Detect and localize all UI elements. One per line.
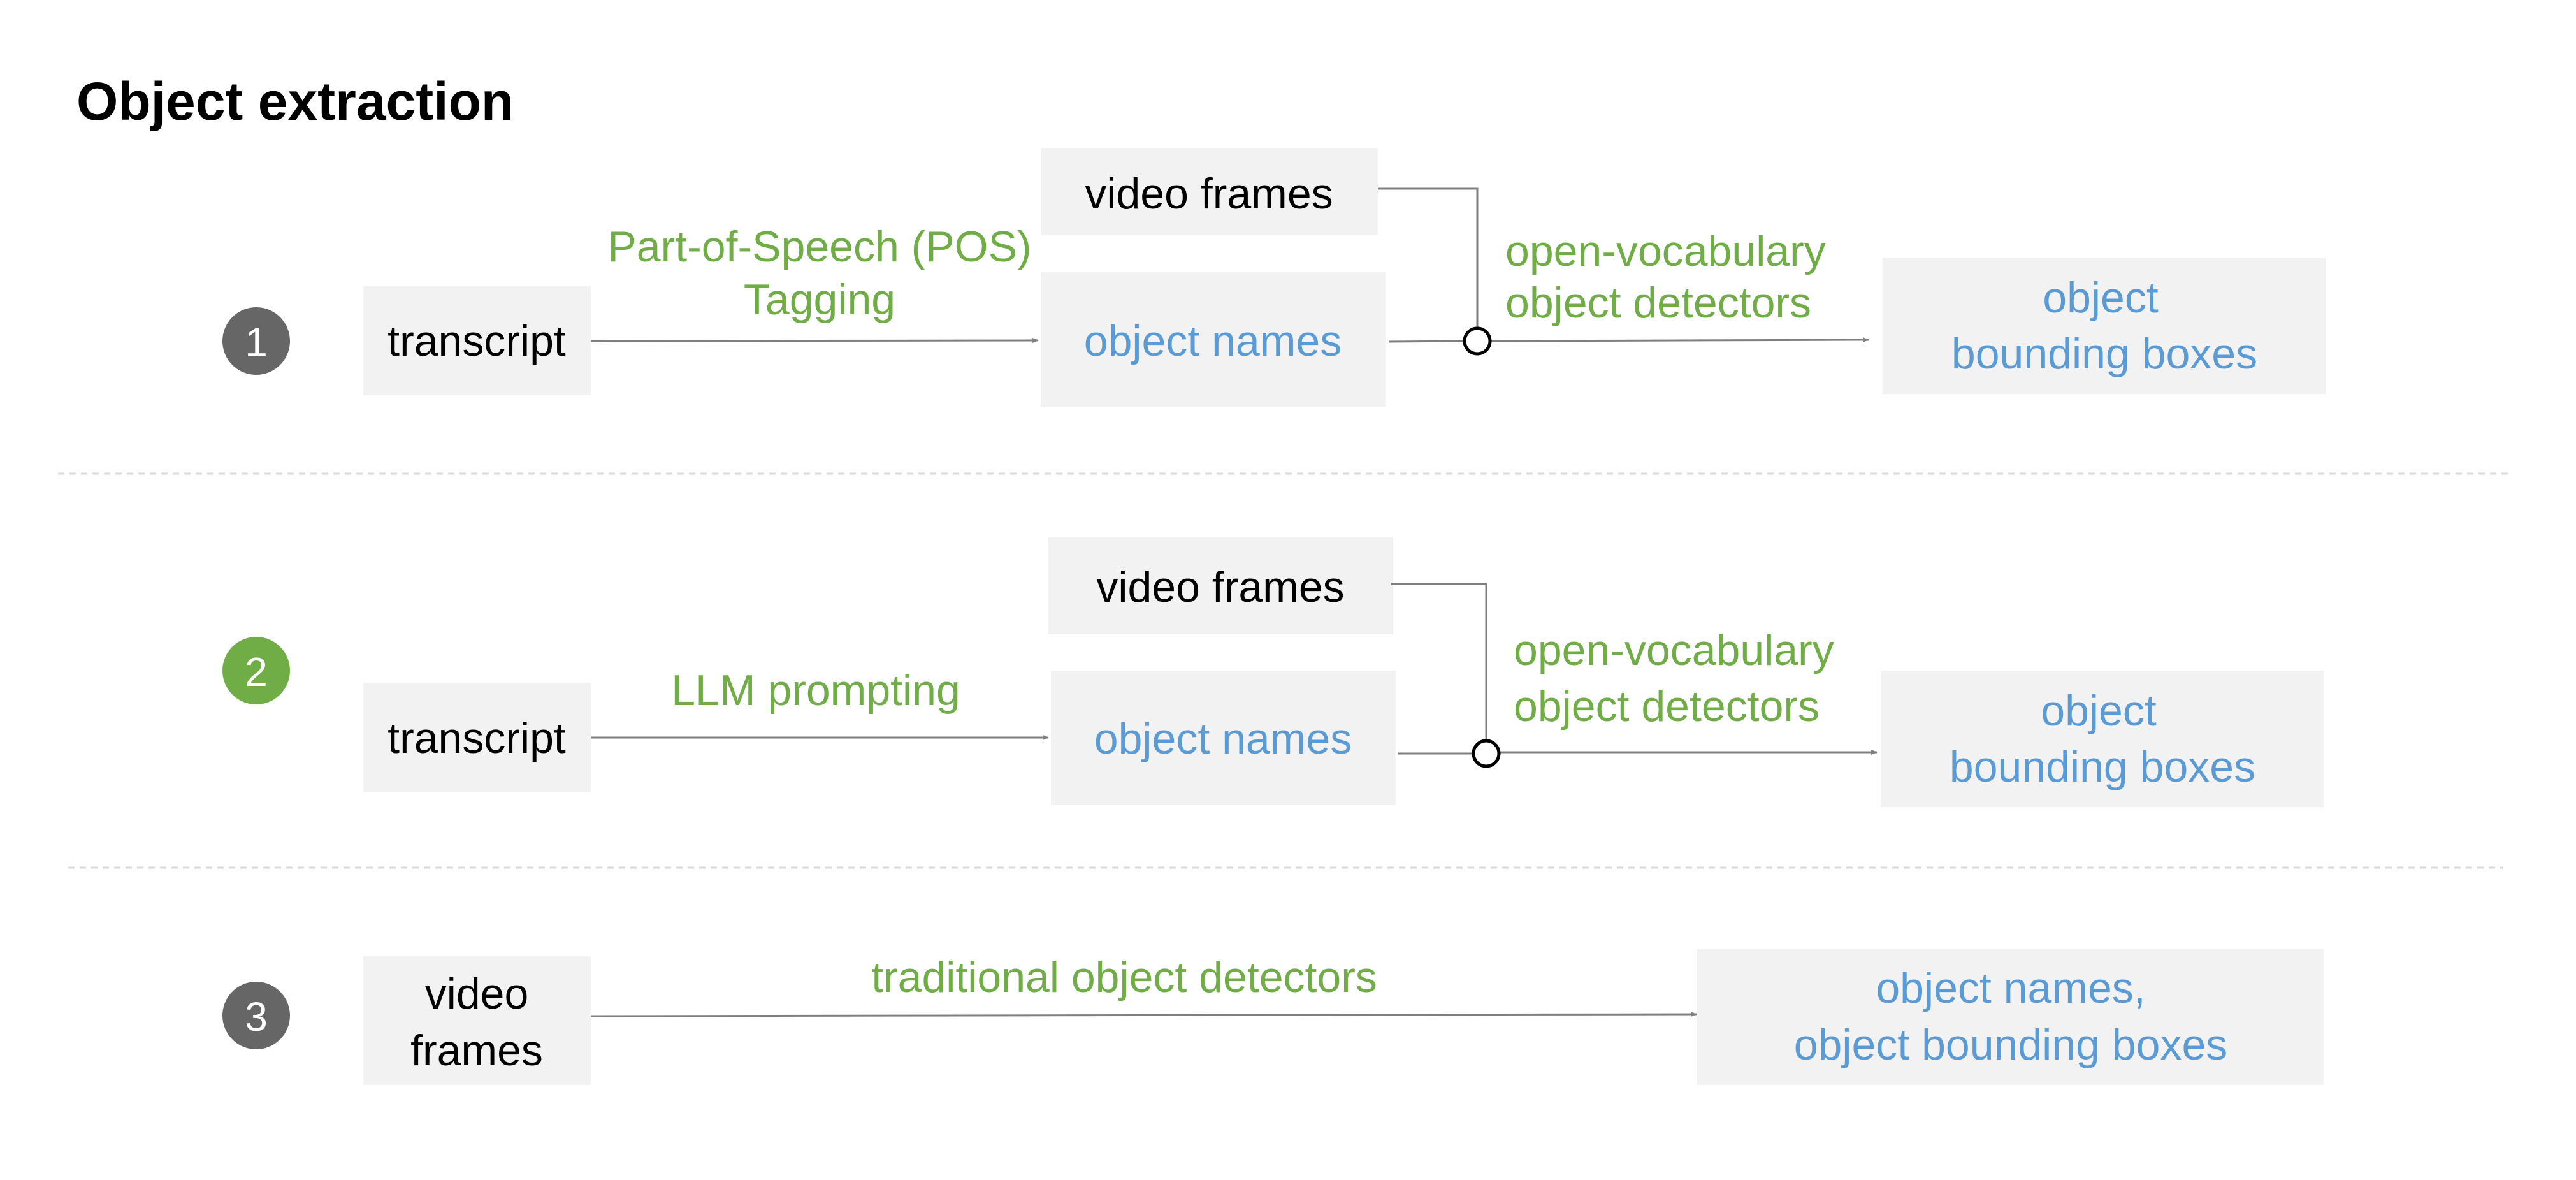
pipeline-row-3: 3 video frames traditional object detect… <box>222 949 2324 1085</box>
step-badge-1 <box>222 307 290 375</box>
arrow-junction-to-output <box>1489 337 1869 343</box>
detector-label-line-1: open-vocabulary <box>1505 227 1826 275</box>
merge-junction <box>1463 326 1492 356</box>
input-box-video-frames <box>363 956 591 1085</box>
step-badge-2 <box>222 637 290 704</box>
detector-label-line-2: object detectors <box>1505 279 1811 327</box>
side-input-box-video-frames <box>1041 148 1378 235</box>
pipeline-row-2: 2 transcript LLM prompting video frames … <box>222 537 2324 807</box>
detector-label-line-2: object detectors <box>1514 682 1820 731</box>
output-box-bounding-boxes <box>1883 258 2326 394</box>
side-input-box-video-frames <box>1048 537 1393 634</box>
output-label-line-1: object <box>2041 687 2157 735</box>
input-label-line-2: frames <box>410 1026 543 1075</box>
page-title: Object extraction <box>76 71 514 131</box>
step-badge-label: 2 <box>245 649 268 695</box>
intermediate-label: object names <box>1094 715 1352 763</box>
output-box-bounding-boxes <box>1881 671 2324 807</box>
intermediate-box-object-names <box>1051 671 1396 805</box>
step-badge-label: 3 <box>245 994 268 1040</box>
input-label-line-1: video <box>425 970 529 1018</box>
step-badge-3 <box>222 982 290 1049</box>
detector-label-line-1: open-vocabulary <box>1514 626 1834 674</box>
side-input-label: video frames <box>1096 563 1344 611</box>
output-label-line-1: object names, <box>1876 964 2145 1012</box>
arrow-transcript-to-object-names <box>590 338 1039 344</box>
intermediate-box-object-names <box>1041 272 1386 407</box>
step-badge-label: 1 <box>245 319 268 365</box>
output-label-line-2: bounding boxes <box>1951 330 2257 378</box>
side-input-label: video frames <box>1085 170 1333 218</box>
input-box-transcript <box>363 286 591 395</box>
output-label-line-1: object <box>2043 273 2159 322</box>
intermediate-label: object names <box>1084 317 1342 365</box>
output-box-names-and-bounding-boxes <box>1697 949 2324 1085</box>
output-label-line-2: bounding boxes <box>1950 743 2255 791</box>
connector-video-frames-to-junction <box>1391 583 1487 741</box>
connector-object-names-to-junction <box>1388 340 1465 343</box>
output-label-line-2: object bounding boxes <box>1794 1021 2228 1069</box>
input-label: transcript <box>387 714 566 762</box>
arrow-video-frames-to-output <box>590 1012 1697 1017</box>
input-label: transcript <box>387 317 566 365</box>
merge-junction <box>1472 739 1501 768</box>
method-label-line-1: LLM prompting <box>671 666 960 715</box>
input-box-transcript <box>363 683 591 792</box>
method-label-line-1: traditional object detectors <box>871 953 1377 1002</box>
connector-video-frames-to-junction <box>1378 187 1479 328</box>
method-label-line-2: Tagging <box>744 275 895 324</box>
pipeline-row-1: 1 transcript Part-of-Speech (POS) Taggin… <box>222 148 2326 407</box>
method-label-line-1: Part-of-Speech (POS) <box>607 222 1031 271</box>
